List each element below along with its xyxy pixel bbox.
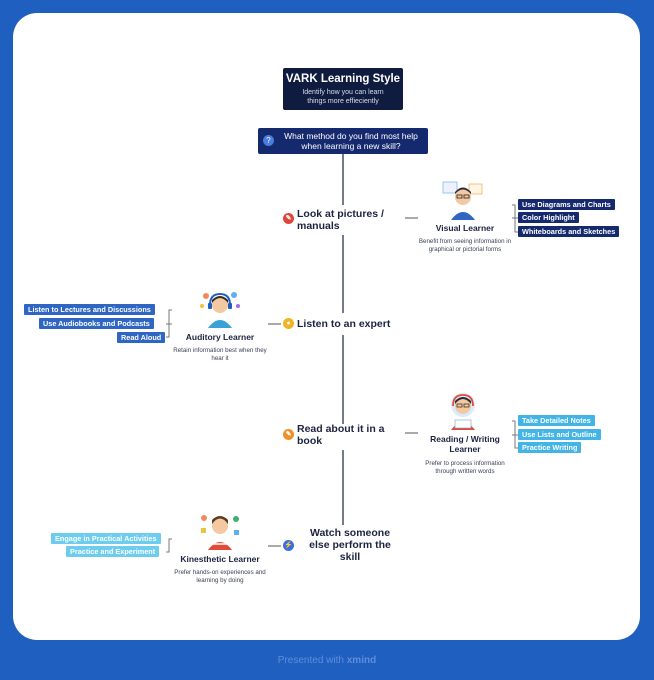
tag-practice-experiment[interactable]: Practice and Experiment: [66, 546, 160, 557]
visual-learner-name[interactable]: Visual Learner: [435, 223, 495, 233]
tag-practical-activities[interactable]: Engage in Practical Activities: [51, 533, 161, 544]
central-topic-subtitle: Identify how you can learn things more e…: [302, 89, 384, 105]
kinesthetic-learner-name[interactable]: Kinesthetic Learner: [180, 554, 260, 564]
tag-whiteboards[interactable]: Whiteboards and Sketches: [518, 226, 620, 237]
central-topic-title: VARK Learning Style: [285, 73, 401, 85]
footer-prefix: Presented with: [277, 655, 344, 666]
reading-learner-name[interactable]: Reading / Writing Learner: [430, 434, 500, 454]
option-pictures-label: Look at pictures / manuals: [297, 208, 384, 232]
tag-audiobooks[interactable]: Use Audiobooks and Podcasts: [39, 318, 154, 329]
visual-learner-desc: Benefit from seeing information in graph…: [418, 238, 512, 253]
option-watch-label: Watch someone else perform the skill: [309, 527, 391, 563]
option-pictures[interactable]: ✎ Look at pictures / manuals: [283, 208, 403, 234]
central-topic[interactable]: VARK Learning Style Identify how you can…: [283, 68, 403, 110]
question-topic[interactable]: ? What method do you find most help when…: [258, 128, 428, 154]
tag-use-diagrams[interactable]: Use Diagrams and Charts: [518, 199, 615, 210]
option-expert-label: Listen to an expert: [297, 318, 391, 330]
lightning-icon: ⚡: [283, 540, 294, 551]
auditory-learner-desc: Retain information best when they hear i…: [173, 347, 267, 362]
option-expert[interactable]: ● Listen to an expert: [283, 318, 403, 332]
visual-learner-avatar: [442, 181, 483, 220]
option-book-label: Read about it in a book: [297, 423, 385, 447]
kinesthetic-learner-desc: Prefer hands-on experiences and learning…: [174, 569, 266, 584]
question-text: What method do you find most help when l…: [284, 131, 418, 151]
tag-listen-lectures[interactable]: Listen to Lectures and Discussions: [24, 304, 155, 315]
xmind-logo: xmind: [346, 655, 377, 666]
pencil-icon: ✎: [283, 429, 294, 440]
option-book[interactable]: ✎ Read about it in a book: [283, 423, 403, 449]
option-watch[interactable]: ⚡ Watch someone else perform the skill: [283, 527, 403, 565]
tag-practice-writing[interactable]: Practice Writing: [518, 442, 582, 453]
tag-read-aloud[interactable]: Read Aloud: [117, 332, 166, 343]
person-icon: ●: [283, 318, 294, 329]
reading-learner-desc: Prefer to process information through wr…: [425, 460, 505, 475]
tag-lists-outline[interactable]: Use Lists and Outline: [518, 429, 601, 440]
reading-learner-avatar: [451, 393, 475, 430]
auditory-learner-avatar: [200, 292, 240, 328]
question-icon: ?: [263, 135, 274, 146]
tag-color-highlight[interactable]: Color Highlight: [518, 212, 579, 223]
auditory-learner-name[interactable]: Auditory Learner: [185, 332, 255, 342]
tag-detailed-notes[interactable]: Take Detailed Notes: [518, 415, 595, 426]
kinesthetic-learner-avatar: [201, 515, 239, 550]
pencil-icon: ✎: [283, 213, 294, 224]
bracket-kinesthetic: [166, 538, 172, 553]
presented-with-footer[interactable]: Presented with xmind: [0, 655, 654, 666]
